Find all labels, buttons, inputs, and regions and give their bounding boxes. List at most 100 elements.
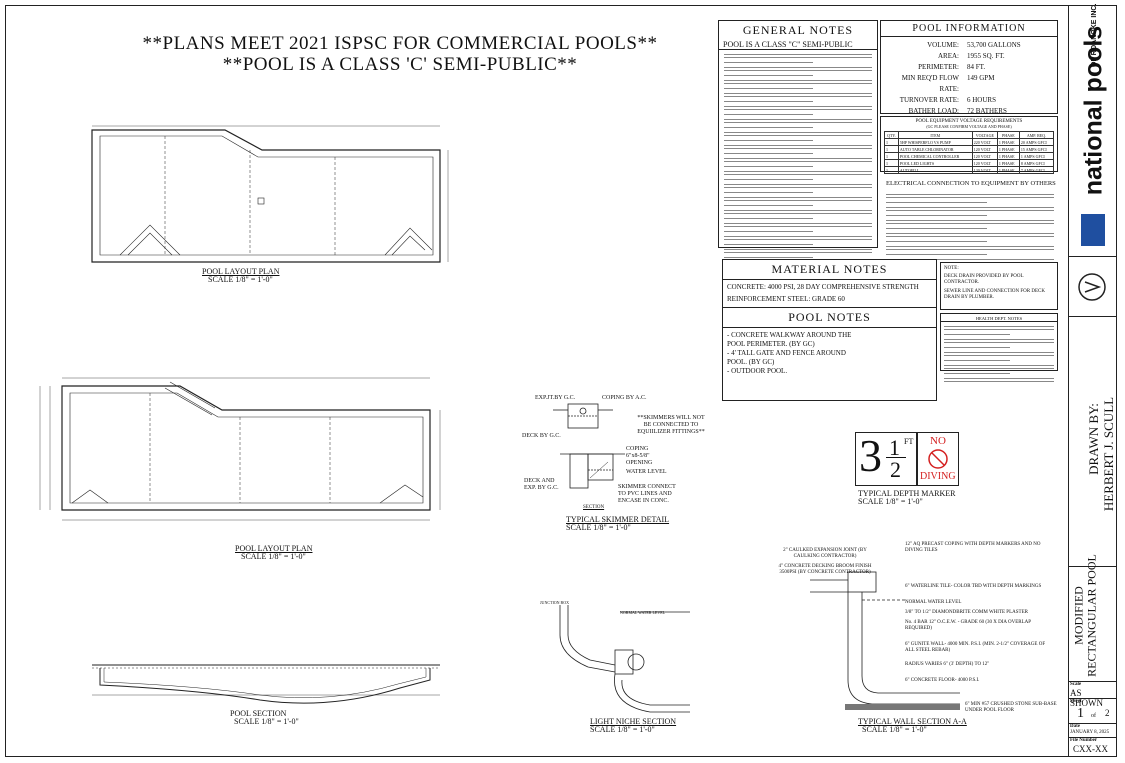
fine-print-line (724, 122, 872, 123)
company-of: OF ROANOKE INC. (1091, 3, 1098, 67)
layout2-title: POOL LAYOUT PLAN (235, 544, 313, 553)
layout2-scale: SCALE 1/8" = 1'-0" (241, 552, 306, 561)
pool-note-2: - 4' TALL GATE AND FENCE AROUND POOL. (B… (727, 349, 846, 366)
note-line-1: DECK DRAIN PROVIDED BY POOL CONTRACTOR. (944, 274, 1024, 285)
wall-label-r7: RADIUS VARIES 6" (3' DEPTH) TO 12" (905, 662, 990, 667)
date-label: Date (1070, 724, 1080, 729)
fine-print-line (886, 233, 1054, 234)
material-line-1: CONCRETE: 4000 PSI, 28 DAY COMPREHENSIVE… (727, 283, 919, 291)
fine-print-line (724, 148, 872, 149)
fine-print-line (724, 101, 813, 102)
fine-print-line (724, 140, 813, 141)
date-value: JANUARY 8, 2025 (1070, 730, 1110, 735)
voltage-title: POOL EQUIPMENT VOLTAGE REQUIREMENTS (915, 119, 1023, 124)
fine-print-line (724, 213, 872, 214)
fine-print-line (724, 210, 872, 211)
fine-print-line (944, 334, 1010, 335)
fine-print-line (724, 236, 872, 237)
fine-print-line (886, 220, 1054, 221)
fine-print-line (724, 106, 872, 107)
wall-label-r5: No. 4 BAR 12" O.C.E.W. - GRADE 60 (30 X … (905, 620, 1031, 631)
general-notes-subtitle: POOL IS A CLASS "C" SEMI-PUBLIC (719, 40, 877, 50)
fine-print-line (724, 231, 813, 232)
skimmer-connect: SKIMMER CONNECT TO PVC LINES AND ENCASE … (618, 484, 676, 504)
fine-print-line (724, 119, 872, 120)
niche-junction: JUNCTION BOX (540, 600, 569, 605)
health-notes-box: HEALTH DEPT. NOTES (940, 313, 1058, 382)
fine-print-line (724, 166, 813, 167)
no-diving-icon (928, 449, 948, 469)
fine-print-line (724, 200, 872, 201)
section-scale: SCALE 1/8" = 1'-0" (234, 717, 299, 726)
pool-info-row: VOLUME: 53,700 GALLONS (881, 40, 1057, 51)
fine-print-line (724, 67, 872, 68)
wall-title: TYPICAL WALL SECTION A-A (858, 717, 967, 726)
project-panel: MODIFIED RECTANGULAR POOL (1069, 554, 1116, 682)
fine-print-line (724, 239, 872, 240)
fine-print-line (944, 329, 1054, 330)
fine-print-line (886, 254, 987, 255)
fine-print-line (724, 192, 813, 193)
sheet-total: 2 (1105, 708, 1110, 718)
pool-note-1: - CONCRETE WALKWAY AROUND THE POOL PERIM… (727, 331, 852, 348)
wall-label-r1: 12" AQ PRECAST COPING WITH DEPTH MARKERS… (905, 542, 1041, 553)
fine-print-line (944, 355, 1054, 356)
skimmer-deck-exp: DECK AND EXP. BY G.C. (524, 478, 559, 491)
fine-print-line (724, 93, 872, 94)
skimmer-coping-ac: COPING BY A.C. (602, 395, 647, 401)
fine-print-line (724, 187, 872, 188)
fine-print-line (724, 83, 872, 84)
pool-info-row: TURNOVER RATE:6 HOURS (881, 95, 1057, 106)
no-diving-text: DIVING (920, 471, 956, 482)
fine-print-line (724, 114, 813, 115)
skimmer-opening: 6"x8-5/8" OPENING (626, 453, 653, 466)
depth-marker-den: 2 (890, 457, 901, 482)
drawn-by-label: DRAWN BY: (1086, 403, 1101, 475)
pool-info-value: 1955 SQ. FT. (967, 52, 1005, 60)
layout1-scale: SCALE 1/8" = 1'-0" (208, 275, 273, 284)
fine-print-line (724, 161, 872, 162)
wall-label-r9: 6" MIN #57 CRUSHED STONE SUB-BASE UNDER … (965, 702, 1057, 713)
fine-print-line (886, 197, 1054, 198)
depth-marker-ft: FT (904, 437, 914, 446)
niche-water: NORMAL WATER LEVEL (620, 610, 666, 615)
fine-print-line (944, 339, 1054, 340)
note-box: NOTE: DECK DRAIN PROVIDED BY POOL CONTRA… (940, 262, 1058, 310)
skimmer-water-level: WATER LEVEL (626, 469, 667, 475)
pool-info-value: 84 FT. (967, 63, 986, 71)
pool-info-label: AREA: (938, 52, 959, 60)
fine-print-line (724, 127, 813, 128)
voltage-box: POOL EQUIPMENT VOLTAGE REQUIREMENTS (GC … (880, 116, 1058, 174)
pool-info-value: 53,700 GALLONS (967, 41, 1021, 49)
fine-print-line (724, 174, 872, 175)
general-notes-title: GENERAL NOTES (742, 23, 854, 37)
health-notes-title: HEALTH DEPT. NOTES (941, 314, 1057, 322)
fine-print-line (724, 54, 872, 55)
sheet-of: of (1091, 713, 1096, 719)
fine-print-line (724, 132, 872, 133)
pool-info-label: MIN REQ'D FLOW RATE: (901, 74, 959, 93)
pool-info-label: BATHER LOAD: (908, 107, 959, 115)
pool-note-3: - OUTDOOR POOL. (727, 367, 788, 375)
scale-label: Scale (1070, 682, 1082, 687)
logo-panel: national pools OF ROANOKE INC. (1069, 3, 1116, 257)
skimmer-title: TYPICAL SKIMMER DETAIL (566, 515, 670, 524)
pool-info-label: VOLUME: (927, 41, 959, 49)
marker-scale: SCALE 1/8" = 1'-0" (858, 497, 923, 506)
file-value: CXX-XX (1073, 744, 1108, 754)
material-notes-box: MATERIAL NOTES CONCRETE: 4000 PSI, 28 DA… (722, 259, 937, 401)
material-line-2: REINFORCEMENT STEEL: GRADE 60 (723, 294, 936, 308)
fine-print-line (886, 202, 987, 203)
engineer-seal-panel (1069, 256, 1116, 317)
fine-print-line (944, 326, 1054, 327)
voltage-cell: 7 AMPS GFCI (1018, 166, 1055, 174)
fine-print-line (724, 88, 813, 89)
fine-print-line (724, 70, 872, 71)
sheet-label: Sheet (1070, 699, 1082, 704)
sheet-num: 1 (1077, 706, 1084, 721)
